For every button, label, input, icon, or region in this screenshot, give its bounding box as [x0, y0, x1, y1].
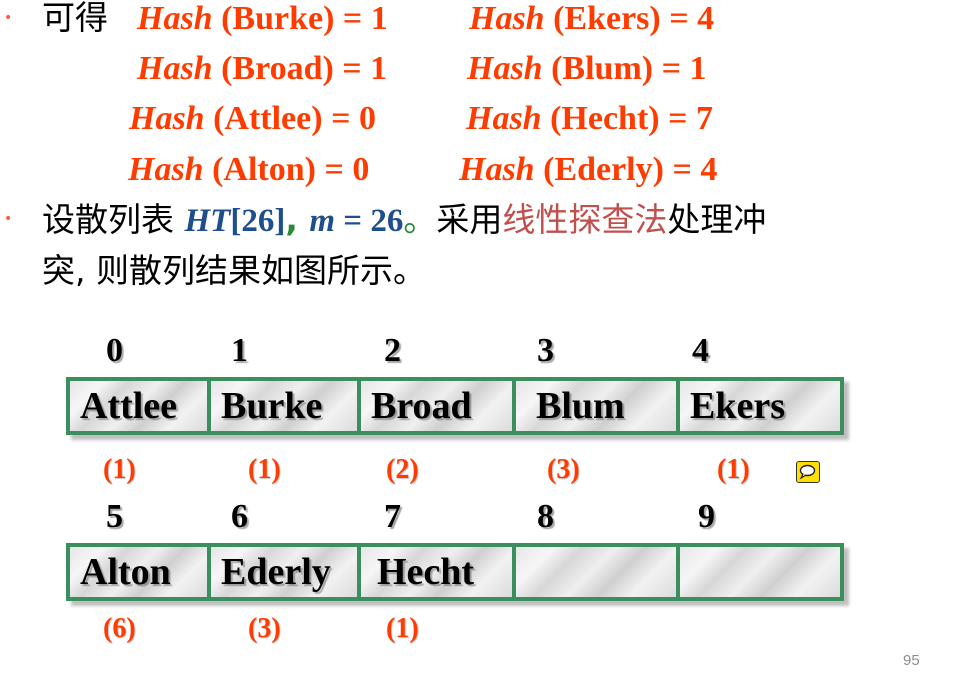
index-label: 1	[231, 332, 248, 369]
hash-line-2-left: Hash (Broad) = 1	[137, 50, 388, 87]
probe-count: (3)	[547, 454, 580, 485]
intro-label: 可得	[42, 0, 108, 37]
hash-line-2-right: Hash (Blum) = 1	[467, 50, 707, 87]
hash-table-cell: Blum	[516, 381, 680, 431]
hash-table-cell: Broad	[361, 381, 516, 431]
comment-icon[interactable]	[796, 461, 820, 483]
hash-line-1-left: Hash (Burke) = 1	[137, 0, 388, 37]
hash-table-cell: Hecht	[361, 547, 516, 597]
index-label: 7	[384, 498, 401, 535]
hash-line-1-right: Hash (Ekers) = 4	[469, 0, 715, 37]
probe-count: (6)	[103, 613, 136, 644]
hash-table-row-1: Attlee Burke Broad Blum Ekers	[66, 377, 844, 435]
hash-line-3-left: Hash (Attlee) = 0	[129, 100, 376, 137]
hash-line-3-right: Hash (Hecht) = 7	[466, 100, 713, 137]
hash-table-cell: Ederly	[211, 547, 361, 597]
method-name: 线性探查法	[502, 200, 668, 239]
index-label: 8	[537, 498, 554, 535]
hash-line-4-left: Hash (Alton) = 0	[128, 151, 370, 188]
probe-count: (1)	[386, 613, 419, 644]
hash-table-cell: Attlee	[70, 381, 211, 431]
index-label: 5	[106, 498, 123, 535]
probe-count: (1)	[103, 454, 136, 485]
paragraph-line-2: 突, 则散列结果如图所示。	[42, 251, 426, 290]
hash-table-row-2: Alton Ederly Hecht	[66, 543, 844, 601]
index-label: 6	[231, 498, 248, 535]
probe-count: (3)	[248, 613, 281, 644]
hash-table-cell: Burke	[211, 381, 361, 431]
bullet-1: •	[4, 10, 13, 26]
hash-table-cell: Ekers	[680, 381, 840, 431]
bullet-2: •	[4, 211, 13, 227]
hash-table-cell	[680, 547, 840, 597]
index-label: 2	[384, 332, 401, 369]
probe-count: (2)	[386, 454, 419, 485]
index-label: 9	[698, 498, 715, 535]
hash-table-cell	[516, 547, 680, 597]
paragraph-line-1: 设散列表 HT[26], m = 26。采用线性探查法处理冲	[42, 200, 767, 239]
hash-line-4-right: Hash (Ederly) = 4	[459, 151, 718, 188]
probe-count: (1)	[248, 454, 281, 485]
probe-count: (1)	[717, 454, 750, 485]
index-label: 4	[692, 332, 709, 369]
hash-table-cell: Alton	[70, 547, 211, 597]
index-label: 0	[106, 332, 123, 369]
index-label: 3	[537, 332, 554, 369]
page-number: 95	[903, 652, 920, 669]
